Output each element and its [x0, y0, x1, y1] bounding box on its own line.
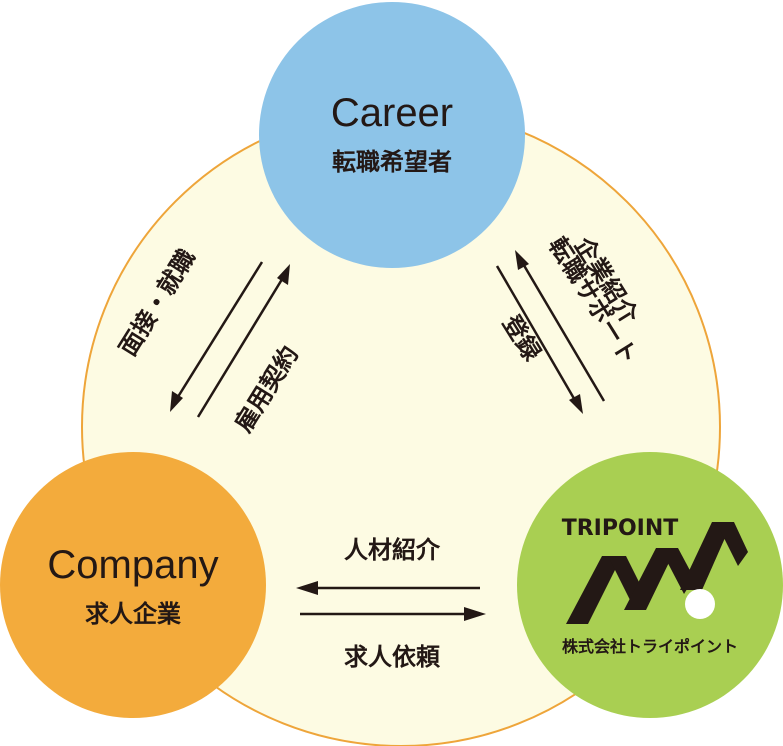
tripoint-company-name: 株式会社トライポイント	[562, 637, 738, 656]
company-tripoint-arrows	[296, 581, 486, 621]
label-talent-introduction: 人材紹介	[344, 536, 441, 564]
career-company-arrows	[170, 261, 290, 418]
company-title: Company	[47, 543, 218, 587]
label-job-request: 求人依頼	[344, 643, 441, 671]
company-subtitle: 求人企業	[85, 600, 181, 628]
arrow-up-line	[196, 275, 286, 418]
arrow-up-line	[520, 261, 606, 402]
career-subtitle: 転職希望者	[332, 148, 452, 176]
arrow-down-head	[569, 394, 583, 414]
arrow-up-head	[277, 264, 290, 285]
arrow-left-head	[296, 581, 318, 595]
tripoint-mountain-logo	[566, 522, 748, 624]
career-title: Career	[331, 91, 453, 135]
arrow-down-line	[495, 265, 578, 403]
arrow-down-head	[170, 391, 183, 412]
tripoint-node: TRIPOINT 株式会社トライポイント	[517, 452, 783, 718]
company-node: Company 求人企業	[0, 452, 266, 718]
arrow-up-head	[515, 250, 529, 270]
career-tripoint-arrows	[495, 250, 606, 414]
company-circle	[0, 452, 266, 718]
tripoint-logo-text: TRIPOINT	[562, 516, 679, 541]
arrow-down-line	[174, 261, 264, 401]
arrow-right-head	[464, 607, 486, 621]
career-node: Career 転職希望者	[259, 2, 525, 268]
career-circle	[259, 2, 525, 268]
